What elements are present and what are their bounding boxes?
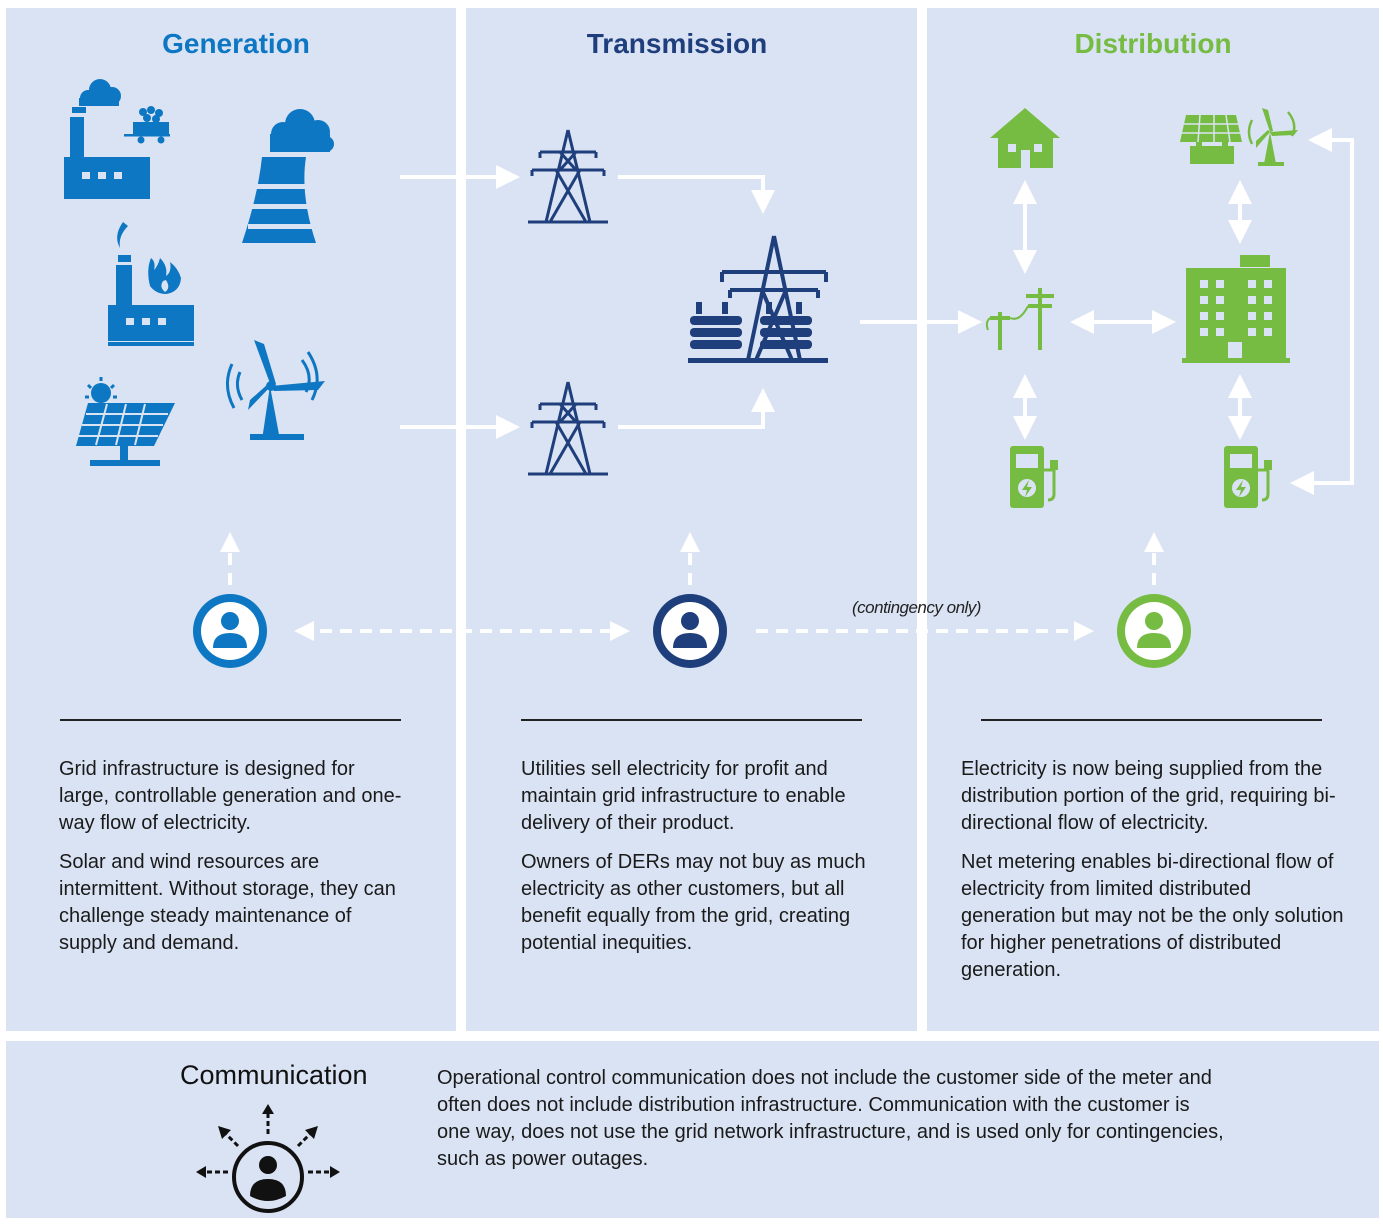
- solar-panel-icon: [76, 377, 175, 466]
- cooling-tower-icon: [242, 109, 334, 243]
- communication-description: Operational control communication does n…: [437, 1067, 1224, 1170]
- house-icon: [990, 108, 1060, 168]
- coal-plant-icon: [64, 79, 150, 199]
- flow-arrows: [400, 128, 1354, 495]
- ev-charger-right-icon: [1224, 446, 1272, 508]
- wind-turbine-icon: [226, 340, 325, 440]
- transmission-divider: [521, 719, 862, 721]
- transmission-operator-icon: [653, 594, 727, 668]
- distribution-heading: Distribution: [1074, 28, 1232, 59]
- rooftop-solar-icon: [1180, 114, 1242, 164]
- contingency-note: (contingency only): [852, 598, 981, 617]
- coal-cart-icon: [124, 106, 170, 144]
- generation-paragraph-2: Solar and wind resources are intermitten…: [59, 851, 396, 954]
- communication-title: Communication: [180, 1060, 368, 1090]
- small-wind-icon: [1247, 108, 1298, 166]
- communication-arrows: [220, 532, 1164, 641]
- generation-divider: [60, 719, 401, 721]
- substation-icon: [688, 235, 828, 363]
- transmission-heading: Transmission: [586, 28, 768, 59]
- broadcast-person-icon: [196, 1104, 340, 1213]
- ev-charger-left-icon: [1010, 446, 1058, 508]
- commercial-building-icon: [1182, 255, 1290, 363]
- transmission-tower-top-icon: [528, 129, 608, 224]
- utility-pole-icon: [985, 288, 1054, 350]
- generation-paragraph-1: Grid infrastructure is designed for larg…: [59, 758, 402, 834]
- transmission-paragraph-1: Utilities sell electricity for profit an…: [521, 758, 846, 834]
- generation-operator-icon: [193, 594, 267, 668]
- transmission-paragraph-2: Owners of DERs may not buy as much elect…: [521, 851, 866, 954]
- distribution-paragraph-2: Net metering enables bi-directional flow…: [961, 851, 1344, 981]
- generation-heading: Generation: [162, 28, 310, 59]
- gas-plant-icon: [108, 222, 194, 346]
- distribution-paragraph-1: Electricity is now being supplied from t…: [961, 758, 1336, 834]
- distribution-customer-icon: [1117, 594, 1191, 668]
- distribution-divider: [981, 719, 1322, 721]
- transmission-tower-bottom-icon: [528, 381, 608, 476]
